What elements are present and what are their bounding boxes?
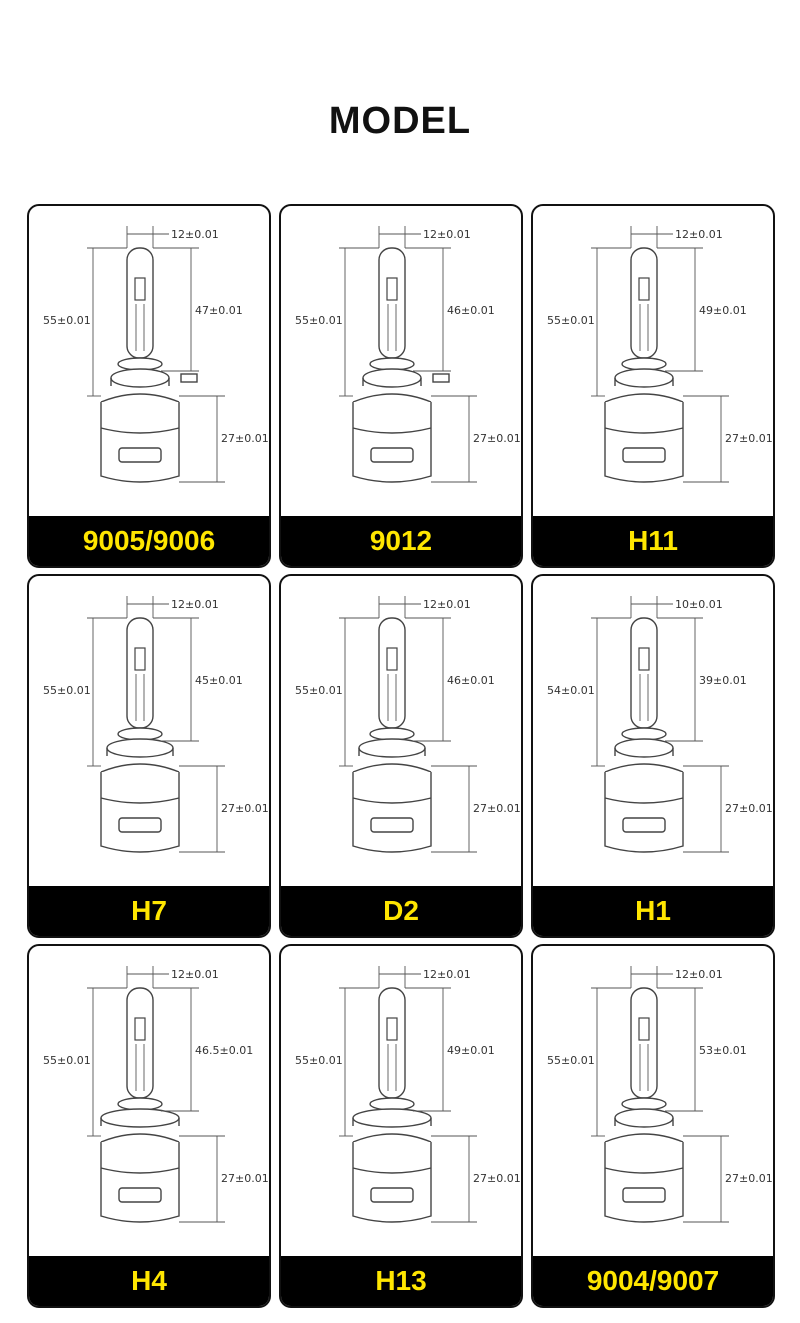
model-label: H4: [29, 1256, 269, 1306]
bulb-diagram: 12±0.01 55±0.01 49±0.01 27±0.01: [295, 966, 521, 1223]
model-label: 9004/9007: [533, 1256, 773, 1306]
total-height-dimension: 55±0.01: [43, 684, 91, 697]
base-height-dimension: 27±0.01: [725, 802, 773, 815]
bulb-drawing: [100, 987, 180, 1223]
total-height-dimension: 55±0.01: [547, 1054, 595, 1067]
model-label: D2: [281, 886, 521, 936]
dimension-lines: [87, 596, 225, 853]
base-height-dimension: 27±0.01: [221, 432, 269, 445]
dimension-lines: [591, 966, 729, 1223]
model-label: 9005/9006: [29, 516, 269, 566]
base-height-dimension: 27±0.01: [473, 802, 521, 815]
model-label: 9012: [281, 516, 521, 566]
total-height-dimension: 55±0.01: [43, 314, 91, 327]
total-height-dimension: 55±0.01: [295, 314, 343, 327]
dimension-lines: [591, 596, 729, 853]
width-dimension: 12±0.01: [171, 598, 219, 611]
chip-height-dimension: 46±0.01: [447, 304, 495, 317]
base-height-dimension: 27±0.01: [221, 802, 269, 815]
total-height-dimension: 54±0.01: [547, 684, 595, 697]
model-label: H7: [29, 886, 269, 936]
bulb-drawing: [352, 617, 432, 853]
bulb-drawing: [100, 617, 180, 853]
dimension-lines: [339, 226, 477, 483]
bulb-diagram: 12±0.01 55±0.01 46±0.01 27±0.01: [295, 226, 521, 483]
bulb-drawing: [100, 247, 198, 483]
bulb-diagram: 12±0.01 55±0.01 46.5±0.01 27±0.01: [43, 966, 269, 1223]
chip-height-dimension: 39±0.01: [699, 674, 747, 687]
bulb-diagram: 10±0.01 54±0.01 39±0.01 27±0.01: [547, 596, 773, 853]
dimension-lines: [87, 226, 225, 483]
bulb-drawing: [604, 987, 684, 1223]
bulb-diagram: 12±0.01 55±0.01 45±0.01 27±0.01: [43, 596, 269, 853]
chip-height-dimension: 46.5±0.01: [195, 1044, 253, 1057]
bulb-diagram: 12±0.01 55±0.01 49±0.01 27±0.01: [547, 226, 773, 483]
model-label: H1: [533, 886, 773, 936]
model-label: H13: [281, 1256, 521, 1306]
width-dimension: 12±0.01: [423, 598, 471, 611]
dimension-lines: [591, 226, 729, 483]
model-card: 12±0.01 55±0.01 47±0.01 27±0.01 9005/9006: [27, 204, 271, 568]
total-height-dimension: 55±0.01: [295, 1054, 343, 1067]
width-dimension: 12±0.01: [171, 968, 219, 981]
chip-height-dimension: 46±0.01: [447, 674, 495, 687]
chip-height-dimension: 45±0.01: [195, 674, 243, 687]
width-dimension: 12±0.01: [423, 228, 471, 241]
base-height-dimension: 27±0.01: [473, 1172, 521, 1185]
width-dimension: 12±0.01: [675, 968, 723, 981]
chip-height-dimension: 49±0.01: [447, 1044, 495, 1057]
total-height-dimension: 55±0.01: [547, 314, 595, 327]
width-dimension: 12±0.01: [675, 228, 723, 241]
dimension-lines: [339, 596, 477, 853]
bulb-drawing: [604, 617, 684, 853]
bulb-diagram: 12±0.01 55±0.01 53±0.01 27±0.01: [547, 966, 773, 1223]
model-label: H11: [533, 516, 773, 566]
bulb-drawing: [352, 247, 450, 483]
model-card: 12±0.01 55±0.01 53±0.01 27±0.01 9004/9007: [531, 944, 775, 1308]
chip-height-dimension: 53±0.01: [699, 1044, 747, 1057]
total-height-dimension: 55±0.01: [43, 1054, 91, 1067]
base-height-dimension: 27±0.01: [473, 432, 521, 445]
width-dimension: 12±0.01: [171, 228, 219, 241]
width-dimension: 10±0.01: [675, 598, 723, 611]
dimension-lines: [87, 966, 225, 1223]
base-height-dimension: 27±0.01: [221, 1172, 269, 1185]
dimension-lines: [339, 966, 477, 1223]
base-height-dimension: 27±0.01: [725, 1172, 773, 1185]
bulb-diagram: 12±0.01 55±0.01 47±0.01 27±0.01: [43, 226, 269, 483]
bulb-drawing: [604, 247, 684, 483]
total-height-dimension: 55±0.01: [295, 684, 343, 697]
width-dimension: 12±0.01: [423, 968, 471, 981]
page-title: MODEL: [328, 100, 472, 142]
model-card: 12±0.01 55±0.01 46±0.01 27±0.01 9012: [279, 204, 523, 568]
chip-height-dimension: 49±0.01: [699, 304, 747, 317]
bulb-diagram: 12±0.01 55±0.01 46±0.01 27±0.01: [295, 596, 521, 853]
base-height-dimension: 27±0.01: [725, 432, 773, 445]
bulb-drawing: [352, 987, 432, 1223]
chip-height-dimension: 47±0.01: [195, 304, 243, 317]
